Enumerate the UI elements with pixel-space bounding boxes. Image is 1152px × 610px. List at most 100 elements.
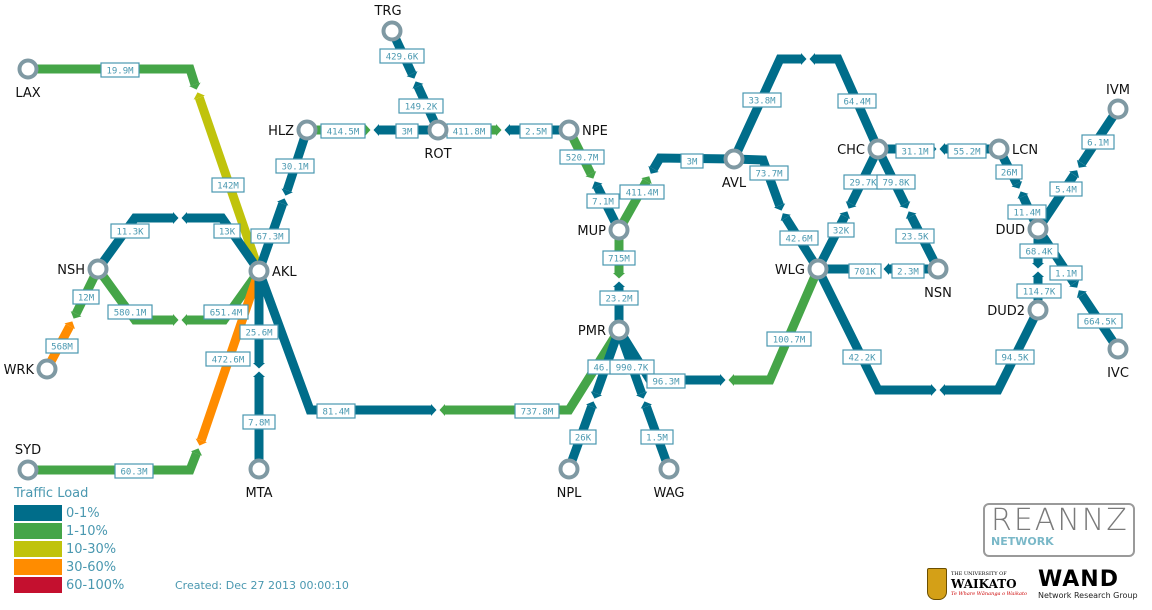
node-name: IVC bbox=[1107, 366, 1129, 381]
svg-text:19.9M: 19.9M bbox=[106, 67, 134, 77]
node-lax[interactable]: LAX bbox=[15, 58, 41, 102]
link-dud-ivm-half-1[interactable] bbox=[1034, 170, 1080, 232]
node-dud[interactable]: DUD bbox=[995, 218, 1049, 240]
router-node-icon bbox=[927, 258, 949, 280]
link-traffic-label: 100.7M bbox=[766, 331, 812, 347]
link-wlg-dud2-half-2[interactable] bbox=[939, 307, 1043, 396]
link-avl-chc-half-1[interactable] bbox=[729, 53, 807, 161]
link-mup-avl-half-2[interactable] bbox=[648, 153, 735, 174]
link-traffic-label: 33.8M bbox=[742, 92, 782, 108]
svg-text:568M: 568M bbox=[51, 343, 73, 353]
link-traffic-label: 142M bbox=[211, 177, 245, 193]
link-traffic-label: 1.5M bbox=[640, 429, 674, 445]
node-pmr[interactable]: PMR bbox=[578, 319, 630, 341]
svg-text:2.3M: 2.3M bbox=[897, 268, 919, 278]
legend-label: 1-10% bbox=[66, 523, 108, 539]
node-avl[interactable]: AVL bbox=[722, 148, 747, 192]
link-traffic-label: 13K bbox=[213, 223, 241, 239]
router-node-icon bbox=[381, 20, 403, 42]
link-akl-syd-half-2[interactable] bbox=[28, 448, 203, 475]
link-traffic-label: 3M bbox=[395, 123, 419, 139]
node-name: DUD bbox=[995, 223, 1025, 238]
node-trg[interactable]: TRG bbox=[373, 4, 403, 42]
node-mta[interactable]: MTA bbox=[245, 458, 273, 502]
svg-text:96.3M: 96.3M bbox=[652, 378, 680, 388]
link-akl-pmr-half-1[interactable] bbox=[254, 269, 437, 416]
node-mup[interactable]: MUP bbox=[577, 219, 630, 241]
node-ivm[interactable]: IVM bbox=[1106, 83, 1130, 120]
node-ivc[interactable]: IVC bbox=[1107, 338, 1129, 382]
legend-item: 0-1% bbox=[14, 504, 124, 522]
node-hlz[interactable]: HLZ bbox=[268, 119, 318, 141]
svg-text:31.1M: 31.1M bbox=[901, 148, 929, 158]
link-traffic-label: 2.5M bbox=[519, 123, 553, 139]
node-wrk[interactable]: WRK bbox=[4, 358, 58, 380]
router-node-icon bbox=[807, 258, 829, 280]
waikato-small-text: THE UNIVERSITY OF bbox=[951, 571, 1007, 577]
node-lcn[interactable]: LCN bbox=[988, 138, 1039, 160]
legend-item: 30-60% bbox=[14, 558, 124, 576]
link-akl-nsh-half-1[interactable] bbox=[181, 212, 263, 274]
svg-text:3M: 3M bbox=[687, 158, 698, 168]
link-nsh-akl-half-2[interactable] bbox=[181, 268, 263, 326]
legend-title: Traffic Load bbox=[14, 486, 89, 501]
router-node-icon bbox=[558, 119, 580, 141]
link-traffic-label: 7.8M bbox=[242, 414, 276, 430]
svg-text:411.4M: 411.4M bbox=[626, 189, 659, 199]
node-rot[interactable]: ROT bbox=[424, 119, 452, 163]
legend-item: 1-10% bbox=[14, 522, 124, 540]
node-nsn[interactable]: NSN bbox=[924, 258, 952, 302]
reannz-logo-text: REANNZ bbox=[991, 503, 1129, 538]
node-dud2[interactable]: DUD2 bbox=[987, 299, 1049, 321]
link-nsh-akl-half-1[interactable] bbox=[94, 266, 179, 326]
svg-text:25.6M: 25.6M bbox=[245, 329, 273, 339]
link-akl-nsh-half-2[interactable] bbox=[94, 212, 179, 272]
node-name: DUD2 bbox=[987, 304, 1025, 319]
link-traffic-label: 1.1M bbox=[1049, 265, 1083, 281]
link-avl-chc-half-2[interactable] bbox=[809, 53, 883, 151]
link-wlg-dud2-half-1[interactable] bbox=[813, 267, 937, 396]
router-node-icon bbox=[1027, 218, 1049, 240]
node-wlg[interactable]: WLG bbox=[775, 258, 829, 280]
svg-text:715M: 715M bbox=[608, 255, 630, 265]
legend-swatch bbox=[14, 541, 62, 557]
link-traffic-label: 30.1M bbox=[275, 158, 315, 174]
waikato-text: WAIKATO bbox=[951, 577, 1017, 591]
node-npl[interactable]: NPL bbox=[557, 458, 583, 502]
link-traffic-label: 411.8M bbox=[446, 123, 492, 139]
node-wag[interactable]: WAG bbox=[654, 458, 685, 502]
link-lax-akl-half-1[interactable] bbox=[28, 64, 201, 90]
wand-logo: WAND Network Research Group bbox=[1038, 569, 1138, 601]
svg-text:42.2K: 42.2K bbox=[848, 354, 876, 364]
legend-label: 60-100% bbox=[66, 577, 125, 593]
link-akl-mta-half-1[interactable] bbox=[253, 271, 265, 369]
router-node-icon bbox=[608, 319, 630, 341]
node-nsh[interactable]: NSH bbox=[57, 258, 109, 280]
node-npe[interactable]: NPE bbox=[558, 119, 608, 141]
node-name: WAG bbox=[654, 486, 685, 501]
router-node-icon bbox=[608, 219, 630, 241]
svg-text:7.8M: 7.8M bbox=[248, 419, 270, 429]
link-traffic-label: 429.6K bbox=[379, 48, 425, 64]
node-akl[interactable]: AKL bbox=[248, 260, 298, 282]
svg-text:429.6K: 429.6K bbox=[386, 53, 419, 63]
link-akl-pmr-half-2[interactable] bbox=[439, 327, 623, 416]
link-traffic-label: 96.3M bbox=[646, 373, 686, 389]
reannz-logo: REANNZ NETWORK bbox=[983, 503, 1135, 557]
link-traffic-label: 7.1M bbox=[586, 193, 620, 209]
link-traffic-label: 60.3M bbox=[114, 463, 154, 479]
link-traffic-label: 990.7K bbox=[609, 359, 655, 375]
node-name: CHC bbox=[837, 143, 865, 158]
node-syd[interactable]: SYD bbox=[15, 443, 41, 481]
router-node-icon bbox=[17, 58, 39, 80]
router-node-icon bbox=[988, 138, 1010, 160]
svg-text:60.3M: 60.3M bbox=[120, 468, 148, 478]
link-traffic-label: 664.5K bbox=[1077, 313, 1123, 329]
svg-text:79.8K: 79.8K bbox=[882, 179, 910, 189]
link-traffic-label: 29.7K bbox=[843, 174, 883, 190]
link-pmr-wlg-half-2[interactable] bbox=[728, 267, 823, 386]
node-name: MTA bbox=[245, 486, 272, 501]
legend-swatch bbox=[14, 577, 62, 593]
link-traffic-label: 701K bbox=[848, 263, 882, 279]
node-chc[interactable]: CHC bbox=[837, 138, 889, 160]
